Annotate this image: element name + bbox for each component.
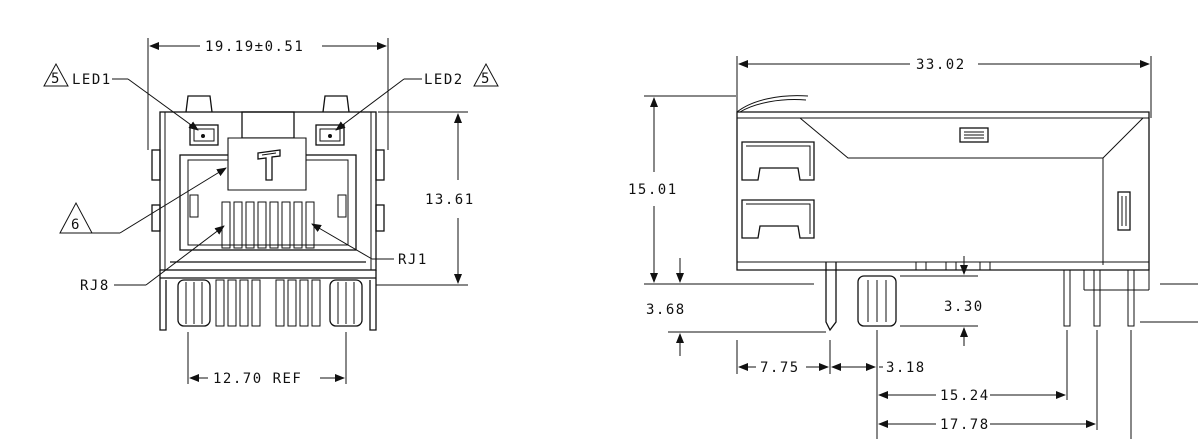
dim-3-18: 3.18	[831, 330, 926, 439]
side-length-label: 33.02	[916, 57, 966, 73]
standoff-label: 3.68	[646, 302, 686, 318]
side-body	[736, 95, 1150, 271]
pin-length-label: 3.30	[944, 299, 984, 315]
dim-17-78-label: 17.78	[940, 417, 990, 433]
side-height-label: 15.01	[628, 182, 678, 198]
led2-window	[315, 124, 345, 146]
side-length-dimension: 33.02	[736, 56, 1152, 140]
dim-17-78: 17.78	[878, 330, 1132, 439]
dim-7-75: 7.75	[736, 340, 831, 376]
dim-3-18-label: 3.18	[886, 360, 926, 376]
right-edge-extension	[1140, 283, 1198, 323]
rj1-callout: RJ1	[311, 223, 428, 268]
side-pins	[825, 262, 1150, 332]
pin-length-dimension: 3.30	[900, 256, 984, 346]
front-width-label: 19.19±0.51	[205, 39, 304, 55]
front-height-label: 13.61	[425, 192, 475, 208]
led1-callout: 5 LED1	[43, 62, 199, 131]
side-height-dimension: 15.01	[628, 95, 736, 285]
led1-note-number: 5	[51, 71, 61, 87]
pin-span-dimension: 12.70 REF	[187, 332, 347, 387]
rj8-label: RJ8	[80, 278, 110, 294]
logo-mark	[257, 149, 281, 181]
front-height-dimension: 13.61	[376, 111, 475, 286]
led2-note-number: 5	[481, 71, 491, 87]
rj-contacts	[221, 201, 315, 249]
dim-15-24-label: 15.24	[940, 388, 990, 404]
dim-7-75-label: 7.75	[760, 360, 800, 376]
rj1-label: RJ1	[398, 252, 428, 268]
note6-callout: 6	[59, 167, 227, 234]
pin-span-label: 12.70 REF	[213, 371, 302, 387]
standoff-dimension: 3.68	[646, 258, 826, 356]
side-view: 33.02	[628, 56, 1198, 439]
led1-label: LED1	[72, 72, 112, 88]
rj8-callout: RJ8	[80, 225, 225, 294]
front-view: 19.19±0.51	[43, 38, 499, 387]
front-width-dimension: 19.19±0.51	[147, 38, 389, 150]
note6-number: 6	[71, 217, 81, 233]
led2-label: LED2	[424, 72, 464, 88]
dim-15-24: 15.24	[878, 330, 1068, 404]
front-body	[151, 95, 385, 331]
led2-callout: LED2 5	[335, 62, 499, 131]
led1-window	[189, 124, 219, 146]
front-pins	[177, 279, 363, 327]
